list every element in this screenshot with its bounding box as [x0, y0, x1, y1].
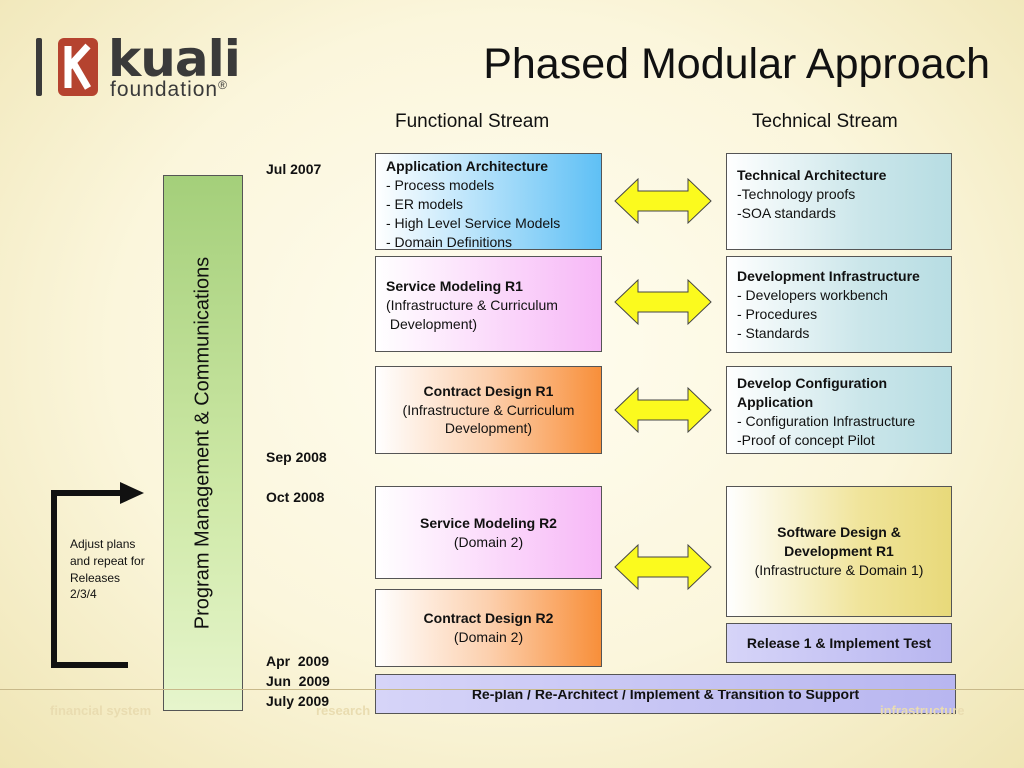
- loop-arrow-icon: [51, 482, 144, 668]
- box-item: -Proof of concept Pilot: [737, 431, 875, 448]
- functional-stream-heading: Functional Stream: [395, 111, 550, 132]
- contract-design-r1-box: Contract Design R1 (Infrastructure & Cur…: [375, 366, 602, 454]
- double-arrow-icon: [614, 177, 712, 225]
- replan-bar: Re-plan / Re-Architect / Implement & Tra…: [375, 674, 956, 714]
- program-management-label: Program Management & Communications: [191, 256, 214, 630]
- date-label: July 2009: [266, 693, 330, 709]
- development-infrastructure-box: Development Infrastructure - Developers …: [726, 256, 952, 353]
- date-label: Jun 2009: [266, 673, 330, 689]
- application-architecture-box: Application Architecture - Process model…: [375, 153, 602, 250]
- double-arrow-icon: [614, 278, 712, 326]
- contract-design-r2-box: Contract Design R2 (Domain 2): [375, 589, 602, 667]
- date-label: Apr 2009: [266, 653, 330, 669]
- develop-configuration-box: Develop Configuration Application - Conf…: [726, 366, 952, 454]
- box-item: - Developers workbench: [737, 286, 888, 303]
- box-title: Application Architecture: [386, 158, 549, 174]
- box-item: - Standards: [737, 324, 810, 341]
- box-item: -SOA standards: [737, 204, 836, 221]
- box-item: (Infrastructure & Domain 1): [754, 561, 924, 578]
- technical-architecture-box: Technical Architecture -Technology proof…: [726, 153, 952, 250]
- box-title: Technical Architecture: [737, 167, 887, 183]
- box-item: -Technology proofs: [737, 185, 856, 202]
- date-label: Oct 2008: [266, 489, 325, 505]
- box-item: - ER models: [386, 195, 464, 212]
- box-item: - Procedures: [737, 305, 818, 322]
- service-modeling-r1-box: Service Modeling R1 (Infrastructure & Cu…: [375, 256, 602, 352]
- box-title: Develop Configuration: [737, 375, 888, 391]
- box-item: (Infrastructure & Curriculum: [386, 296, 558, 313]
- box-item: - High Level Service Models: [386, 214, 561, 231]
- box-item: Development): [386, 315, 478, 332]
- adjust-plans-note: Adjust plans and repeat for Releases 2/3…: [70, 537, 145, 602]
- footer-text: financial system: [50, 703, 152, 718]
- date-label: Sep 2008: [266, 449, 327, 465]
- service-modeling-r2-box: Service Modeling R2 (Domain 2): [375, 486, 602, 579]
- kuali-logo-icon: [58, 38, 98, 96]
- box-item: - Configuration Infrastructure: [737, 412, 916, 429]
- program-management-bar: Program Management & Communications: [163, 175, 243, 711]
- box-title: Development R1: [784, 543, 894, 560]
- box-title: Application: [737, 393, 814, 410]
- box-title: Software Design &: [777, 524, 901, 541]
- logo-wordmark: kuali: [108, 30, 241, 88]
- box-title: Release 1 & Implement Test: [746, 634, 932, 651]
- box-title: Service Modeling R2: [420, 514, 557, 531]
- technical-stream-heading: Technical Stream: [752, 111, 898, 132]
- date-label: Jul 2007: [266, 161, 322, 177]
- page-title: Phased Modular Approach: [483, 40, 990, 88]
- replan-label: Re-plan / Re-Architect / Implement & Tra…: [471, 685, 860, 702]
- box-item: - Process models: [386, 176, 495, 193]
- footer-text: infrastructure: [880, 703, 965, 718]
- box-item: - Domain Definitions: [386, 233, 513, 250]
- logo-bar: [36, 38, 42, 96]
- logo-subtitle: foundation®: [110, 78, 228, 101]
- footer-divider: [0, 689, 1024, 690]
- box-item: (Domain 2): [453, 533, 524, 550]
- box-title: Service Modeling R1: [386, 278, 523, 294]
- box-title: Contract Design R2: [423, 610, 554, 627]
- release-1-box: Release 1 & Implement Test: [726, 623, 952, 663]
- box-item: (Infrastructure & Curriculum: [402, 401, 575, 418]
- box-title: Development Infrastructure: [737, 268, 920, 284]
- software-design-box: Software Design & Development R1 (Infras…: [726, 486, 952, 617]
- footer-text: research: [316, 703, 371, 718]
- double-arrow-icon: [614, 543, 712, 591]
- box-item: Development): [444, 420, 533, 437]
- double-arrow-icon: [614, 386, 712, 434]
- box-item: (Domain 2): [453, 629, 524, 645]
- box-title: Contract Design R1: [423, 382, 554, 399]
